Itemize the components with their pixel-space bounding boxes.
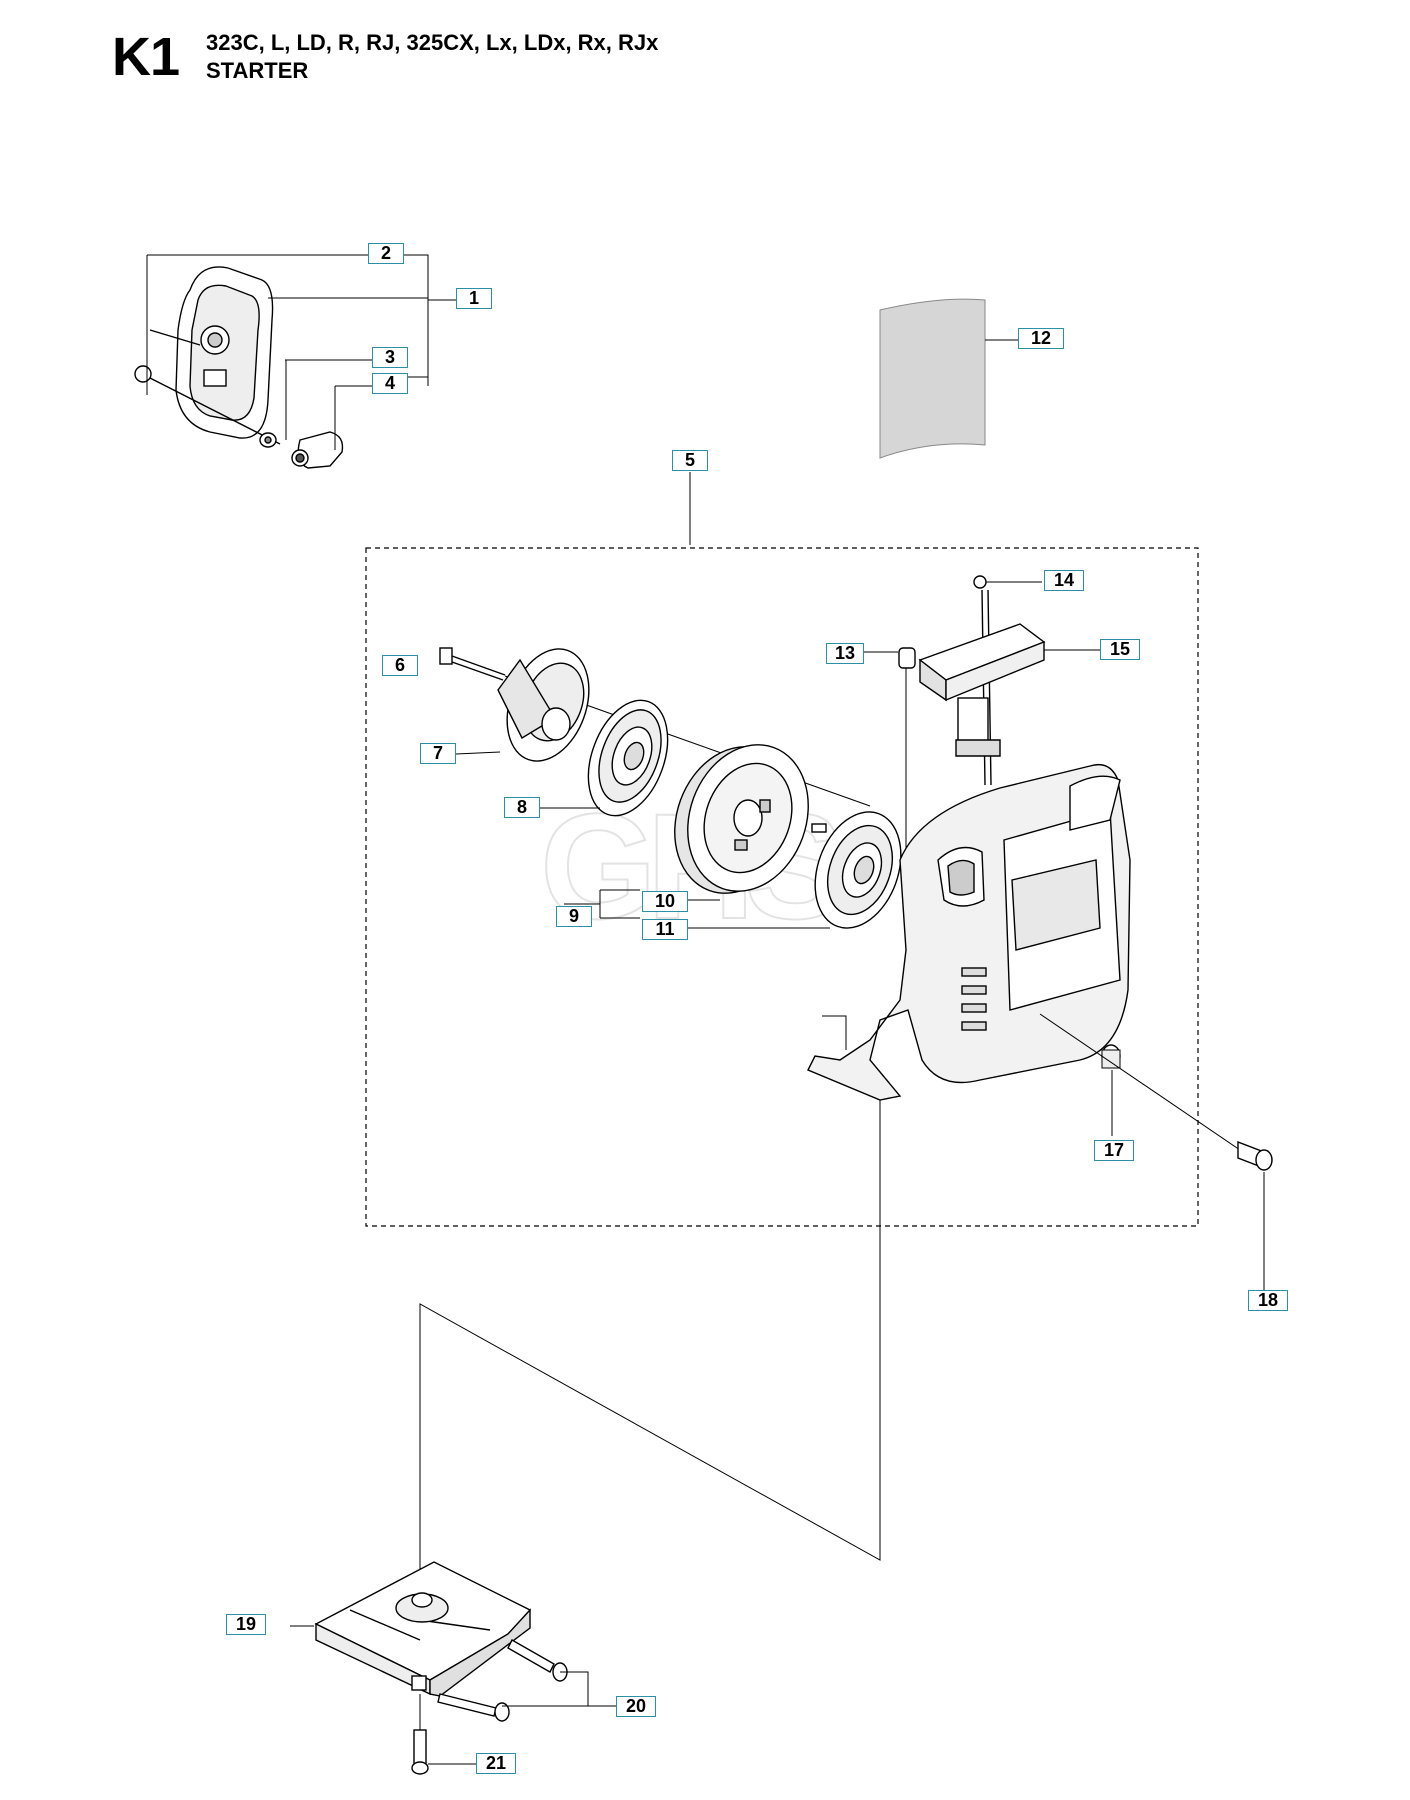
callout-18[interactable]: 18 (1248, 1290, 1288, 1311)
cover-plate-part (175, 266, 274, 439)
screw-part-18 (1237, 1140, 1273, 1290)
callout-4[interactable]: 4 (372, 373, 408, 394)
recoil-spring-part-11 (811, 811, 902, 929)
callout-1[interactable]: 1 (456, 288, 492, 309)
callout-6[interactable]: 6 (382, 655, 418, 676)
leader-line-19 (419, 1100, 881, 1612)
callout-5[interactable]: 5 (672, 450, 708, 471)
pulley-drum-part-10 (674, 744, 809, 894)
decal-part (879, 298, 986, 459)
handle-part-15 (918, 623, 1100, 757)
callout-11[interactable]: 11 (642, 919, 688, 940)
callout-9[interactable]: 9 (556, 906, 592, 927)
washer-part (259, 432, 277, 448)
spacer-part-17 (1039, 1013, 1241, 1151)
callout-14[interactable]: 14 (1044, 570, 1084, 591)
callout-2[interactable]: 2 (368, 243, 404, 264)
section-title: STARTER (206, 58, 309, 83)
starter-housing-part (807, 763, 1131, 1101)
model-list: 323C, L, LD, R, RJ, 325CX, Lx, LDx, Rx, … (206, 30, 659, 55)
callout-3[interactable]: 3 (372, 347, 408, 368)
callout-15[interactable]: 15 (1100, 639, 1140, 660)
leader-lines-9-11 (564, 889, 830, 929)
callout-17[interactable]: 17 (1094, 1140, 1134, 1161)
page-code: K1 (112, 27, 180, 87)
callout-13[interactable]: 13 (826, 643, 864, 664)
screw-part-21 (411, 1694, 476, 1775)
leader-lines-cover (146, 254, 456, 450)
callout-21[interactable]: 21 (476, 1753, 516, 1774)
callout-10[interactable]: 10 (642, 891, 688, 912)
spring-part-8 (587, 699, 669, 817)
assembly-boundary (365, 547, 1199, 1227)
callout-19[interactable]: 19 (226, 1614, 266, 1635)
callout-20[interactable]: 20 (616, 1696, 656, 1717)
callout-12[interactable]: 12 (1018, 328, 1064, 349)
bushing-part-13 (862, 647, 916, 868)
screws-part-20 (437, 1639, 616, 1722)
bracket-plate-part-19 (290, 1561, 532, 1697)
knob-part (291, 431, 344, 469)
callout-8[interactable]: 8 (504, 797, 540, 818)
callout-7[interactable]: 7 (420, 743, 456, 764)
pulley-plate-part-7 (497, 648, 590, 762)
